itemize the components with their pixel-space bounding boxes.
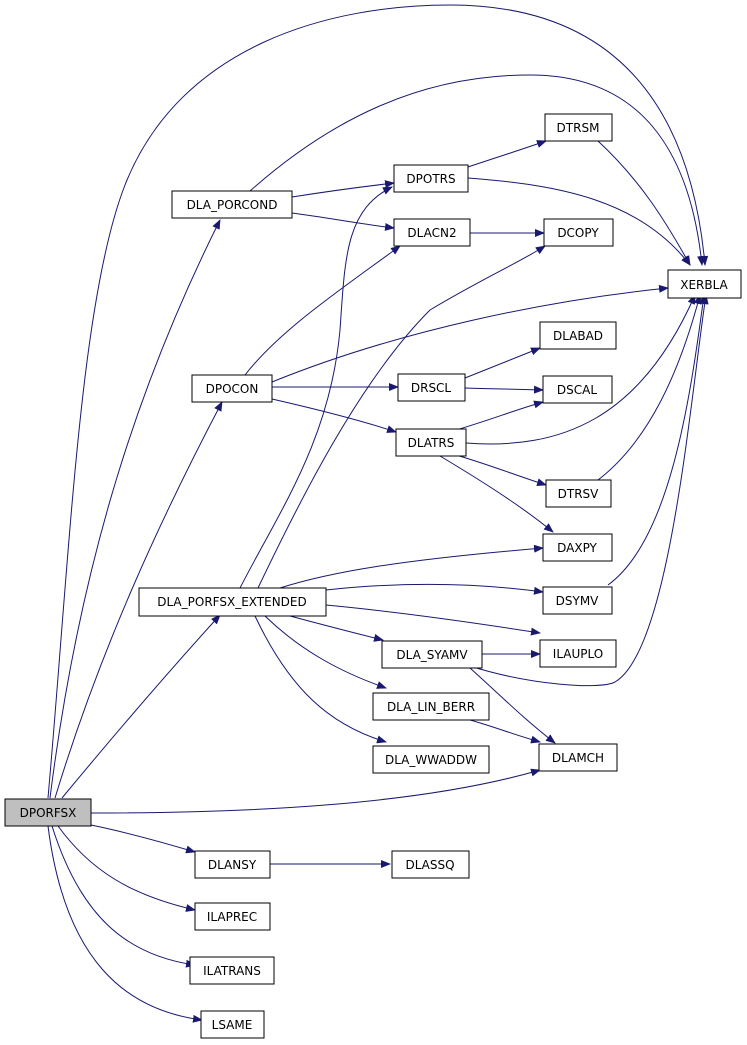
node-dlamch[interactable]: DLAMCH bbox=[538, 743, 618, 772]
edge-dtrsm-xerbla bbox=[597, 140, 691, 266]
node-dlatrs-label: DLATRS bbox=[408, 436, 455, 450]
node-ilauplo[interactable]: ILAUPLO bbox=[539, 639, 617, 668]
edge-dla-porfsx-extended-dla-wwaddw bbox=[254, 615, 387, 744]
edge-dlatrs-daxpy bbox=[439, 455, 554, 533]
node-xerbla-label: XERBLA bbox=[680, 278, 728, 292]
edge-dla-porcond-dpotrs bbox=[291, 180, 395, 198]
edge-dporfsx-dpocon bbox=[54, 401, 223, 799]
edge-dporfsx-dlamch bbox=[90, 768, 541, 814]
edge-dlatrs-dtrsv bbox=[455, 454, 547, 487]
edge-dtrsv-xerbla bbox=[597, 294, 702, 481]
node-ilatrans[interactable]: ILATRANS bbox=[189, 956, 275, 985]
node-dtrsv-label: DTRSV bbox=[558, 487, 600, 501]
edge-dsymv-xerbla bbox=[607, 294, 707, 586]
edge-dla-porfsx-extended-dla-syamv bbox=[289, 615, 384, 642]
edge-dla-lin-berr-dlamch bbox=[469, 719, 541, 744]
edge-dporfsx-dla-porcond bbox=[49, 219, 221, 799]
node-dla-lin-berr-label: DLA_LIN_BERR bbox=[387, 700, 475, 714]
node-lsame[interactable]: LSAME bbox=[200, 1010, 265, 1039]
node-dpocon-label: DPOCON bbox=[206, 382, 259, 396]
edge-dlatrs-xerbla bbox=[465, 294, 696, 445]
edge-dpocon-xerbla bbox=[271, 284, 669, 383]
node-dlacn2-label: DLACN2 bbox=[407, 226, 456, 240]
node-dla-porcond-label: DLA_PORCOND bbox=[187, 198, 278, 212]
node-dla-porfsx-extended-label: DLA_PORFSX_EXTENDED bbox=[157, 595, 307, 609]
node-dscal[interactable]: DSCAL bbox=[542, 375, 613, 404]
edge-dporfsx-ilaprec bbox=[57, 825, 196, 912]
node-dpotrs-label: DPOTRS bbox=[406, 172, 455, 186]
node-dpotrs[interactable]: DPOTRS bbox=[393, 164, 469, 193]
node-lsame-label: LSAME bbox=[212, 1018, 253, 1032]
node-ilatrans-label: ILATRANS bbox=[203, 964, 261, 978]
node-dla-porfsx-extended[interactable]: DLA_PORFSX_EXTENDED bbox=[138, 587, 327, 617]
node-dtrsv[interactable]: DTRSV bbox=[545, 479, 612, 508]
node-dcopy[interactable]: DCOPY bbox=[543, 218, 614, 247]
node-ilaprec[interactable]: ILAPREC bbox=[194, 902, 271, 931]
edge-dla-porfsx-extended-dpotrs bbox=[239, 186, 393, 589]
node-dtrsm-label: DTRSM bbox=[557, 121, 600, 135]
node-dlassq[interactable]: DLASSQ bbox=[391, 850, 470, 879]
node-dla-wwaddw-label: DLA_WWADDW bbox=[385, 753, 477, 767]
edge-dporfsx-ilatrans bbox=[51, 825, 196, 968]
node-drscl[interactable]: DRSCL bbox=[397, 373, 466, 402]
node-dpocon[interactable]: DPOCON bbox=[191, 374, 273, 403]
edge-dporfsx-dlansy bbox=[90, 824, 196, 854]
node-dla-porcond[interactable]: DLA_PORCOND bbox=[171, 190, 293, 219]
edge-dpocon-dlacn2 bbox=[244, 245, 401, 376]
edge-dla-syamv-dlamch bbox=[469, 667, 556, 744]
node-ilaprec-label: ILAPREC bbox=[207, 910, 257, 924]
node-drscl-label: DRSCL bbox=[411, 381, 452, 395]
edge-dla-porcond-xerbla bbox=[249, 74, 706, 266]
node-dlabad[interactable]: DLABAD bbox=[539, 321, 617, 350]
node-dla-wwaddw[interactable]: DLA_WWADDW bbox=[372, 745, 490, 774]
node-daxpy-label: DAXPY bbox=[557, 541, 597, 555]
node-dlacn2[interactable]: DLACN2 bbox=[393, 218, 471, 247]
node-dlansy[interactable]: DLANSY bbox=[194, 850, 271, 879]
edge-dpocon-dlatrs bbox=[271, 398, 397, 433]
edge-drscl-dscal bbox=[464, 385, 544, 394]
edge-dpotrs-xerbla bbox=[467, 177, 691, 266]
edge-dla-porcond-dlacn2 bbox=[291, 212, 395, 231]
node-dporfsx[interactable]: DPORFSX bbox=[4, 798, 92, 827]
edge-dla-syamv-xerbla bbox=[469, 294, 709, 687]
node-dtrsm[interactable]: DTRSM bbox=[544, 113, 613, 142]
edge-dla-porfsx-extended-ilauplo bbox=[325, 604, 541, 636]
edge-dla-porfsx-extended-dsymv bbox=[325, 583, 544, 595]
edge-dpotrs-dtrsm bbox=[467, 140, 547, 168]
node-dlamch-label: DLAMCH bbox=[552, 751, 604, 765]
edge-dporfsx-dla-porfsx-extended bbox=[61, 614, 221, 799]
node-dla-syamv[interactable]: DLA_SYAMV bbox=[381, 640, 483, 669]
edge-drscl-dlabad bbox=[464, 347, 541, 379]
node-dlansy-label: DLANSY bbox=[208, 858, 257, 872]
node-dla-lin-berr[interactable]: DLA_LIN_BERR bbox=[372, 692, 490, 721]
node-dscal-label: DSCAL bbox=[557, 383, 597, 397]
edge-dlatrs-dscal bbox=[455, 400, 544, 431]
node-dlatrs[interactable]: DLATRS bbox=[395, 428, 467, 457]
node-dla-syamv-label: DLA_SYAMV bbox=[396, 648, 468, 662]
node-dcopy-label: DCOPY bbox=[557, 226, 599, 240]
node-dsymv-label: DSYMV bbox=[556, 594, 600, 608]
node-daxpy[interactable]: DAXPY bbox=[542, 533, 613, 562]
node-dlassq-label: DLASSQ bbox=[405, 858, 454, 872]
edge-dla-porfsx-extended-dla-lin-berr bbox=[264, 615, 387, 689]
node-dlabad-label: DLABAD bbox=[553, 329, 603, 343]
node-dsymv[interactable]: DSYMV bbox=[542, 586, 613, 615]
edge-dla-porfsx-extended-dcopy bbox=[257, 245, 546, 589]
edge-dporfsx-lsame bbox=[47, 825, 203, 1023]
edge-dla-porfsx-extended-daxpy bbox=[279, 544, 544, 589]
node-dporfsx-label: DPORFSX bbox=[20, 806, 77, 820]
edge-dporfsx-xerbla bbox=[47, 4, 709, 799]
node-xerbla[interactable]: XERBLA bbox=[667, 269, 742, 299]
node-ilauplo-label: ILAUPLO bbox=[553, 647, 603, 661]
